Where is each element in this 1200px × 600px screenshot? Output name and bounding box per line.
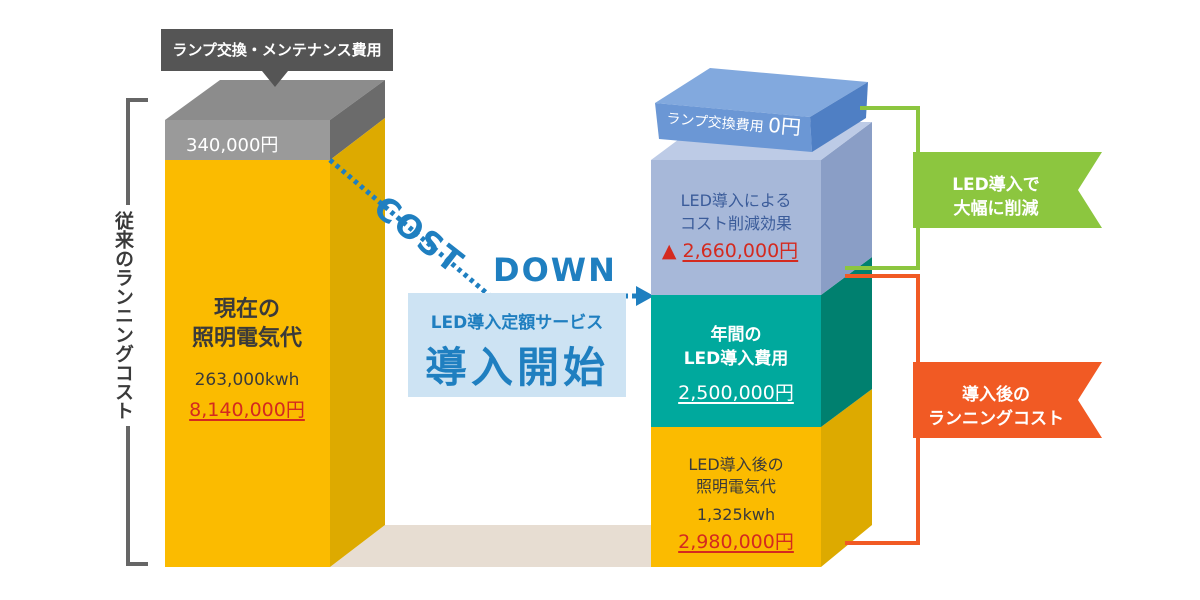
green-flag xyxy=(913,152,1102,228)
orange-flag-line1: 導入後の xyxy=(962,385,1030,405)
current-title-line1: 現在の xyxy=(213,297,281,322)
green-flag-line1: LED導入で xyxy=(952,175,1040,195)
savings-line2: コスト削減効果 xyxy=(679,214,793,233)
savings-line1: LED導入による xyxy=(680,191,792,210)
after-elec-line2: 照明電気代 xyxy=(695,477,777,496)
cost-down-word-down: DOWN xyxy=(493,251,617,289)
led-fee-line1: 年間の xyxy=(710,325,762,345)
after-cost-stack xyxy=(651,122,872,567)
savings-front xyxy=(651,160,821,295)
cost-down-arrowhead xyxy=(636,286,654,306)
floor-connector xyxy=(330,525,652,567)
orange-flag-line2: ランニングコスト xyxy=(928,409,1064,429)
maintenance-cost-value: 340,000円 xyxy=(186,135,279,156)
current-electricity-front xyxy=(165,160,330,567)
current-kwh: 263,000kwh xyxy=(194,370,300,390)
current-block-top xyxy=(165,80,385,120)
savings-side xyxy=(821,122,872,295)
service-subtitle: LED導入定額サービス xyxy=(430,313,604,333)
lamp-exchange-slab xyxy=(655,68,868,152)
current-title-line2: 照明電気代 xyxy=(191,326,303,351)
led-fee-front xyxy=(651,295,821,427)
lamp-slab-front xyxy=(655,103,812,152)
green-flag-line2: 大幅に削減 xyxy=(953,199,1039,219)
led-fee-value: 2,500,000円 xyxy=(678,382,794,404)
led-fee-side xyxy=(821,257,872,427)
current-block-side-yellow xyxy=(330,118,385,567)
after-electricity-side xyxy=(821,389,872,567)
lamp-slab-top xyxy=(655,68,868,117)
service-title: 導入開始 xyxy=(424,343,610,392)
savings-amount: ▲ 2,660,000円 xyxy=(662,236,798,263)
lamp-exchange-value: 0円 xyxy=(767,112,802,140)
maintenance-callout xyxy=(161,29,393,87)
maintenance-callout-label: ランプ交換・メンテナンス費用 xyxy=(172,41,382,59)
after-elec-line1: LED導入後の xyxy=(688,455,784,474)
orange-flag xyxy=(913,362,1102,438)
savings-value: 2,660,000円 xyxy=(682,240,799,262)
service-box xyxy=(408,293,626,397)
current-cost-block xyxy=(165,80,385,567)
led-fee-line2: LED導入費用 xyxy=(683,349,789,369)
lamp-slab-side xyxy=(810,82,868,152)
after-electricity-front xyxy=(651,427,821,567)
savings-marker-icon: ▲ xyxy=(661,240,677,262)
legacy-running-cost-label: 従来のランニングコスト xyxy=(110,205,137,426)
maintenance-cost-front xyxy=(165,120,330,160)
after-elec-value: 2,980,000円 xyxy=(678,531,794,553)
after-elec-kwh: 1,325kwh xyxy=(696,505,776,524)
current-cost-value: 8,140,000円 xyxy=(189,399,305,421)
current-block-side-gray xyxy=(330,80,385,160)
